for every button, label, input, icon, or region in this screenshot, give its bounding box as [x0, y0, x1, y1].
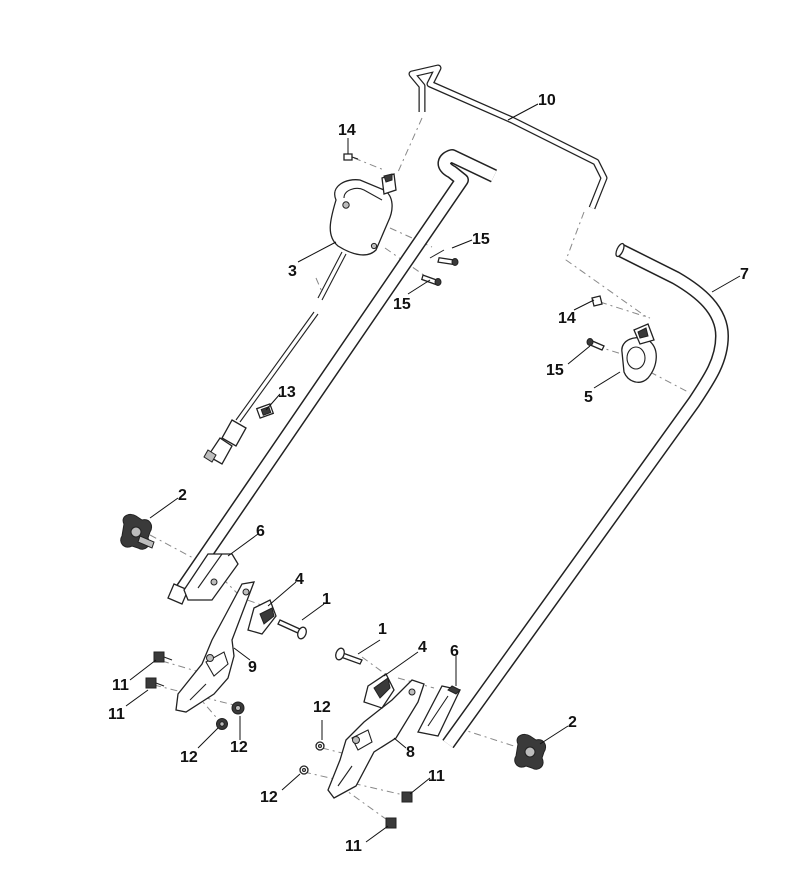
part-13-cable-clip [255, 403, 275, 419]
control-cable [203, 251, 347, 465]
callout-11: 11 [345, 838, 362, 855]
callout-2: 2 [178, 487, 187, 504]
part-9-left-bracket [175, 581, 256, 713]
leader-lines [125, 103, 741, 843]
callout-15: 15 [393, 296, 411, 313]
part-4-cam-right [363, 673, 395, 709]
left-handle-tube [167, 149, 498, 605]
part-5-knob [621, 323, 657, 383]
callout-14: 14 [338, 122, 356, 139]
part-6-spacer-left [183, 553, 239, 601]
screw-15-upper-b [420, 274, 442, 286]
callout-10: 10 [538, 92, 556, 109]
callout-3: 3 [288, 263, 297, 280]
callout-12: 12 [260, 789, 278, 806]
callout-12: 12 [230, 739, 248, 756]
part-10-bail-rod [408, 64, 608, 210]
callout-12: 12 [313, 699, 331, 716]
part-1-bolt-right [335, 647, 363, 665]
screw-15-upper-a [429, 249, 459, 266]
callout-4: 4 [418, 639, 427, 656]
callout-8: 8 [406, 744, 415, 761]
callout-12: 12 [180, 749, 198, 766]
part-11-screw-b [145, 677, 165, 689]
callout-1: 1 [378, 621, 387, 638]
callout-6: 6 [256, 523, 265, 540]
part-11-screw-d [385, 817, 397, 829]
screw-14-upper [343, 153, 359, 161]
callout-11: 11 [428, 768, 445, 785]
part-3-cable-control-box [329, 173, 397, 256]
part-7-right-handle-tube [442, 242, 729, 749]
callout-2: 2 [568, 714, 577, 731]
callout-14: 14 [558, 310, 576, 327]
callout-11: 11 [112, 677, 129, 694]
callout-15: 15 [546, 362, 564, 379]
part-6-spacer-right [417, 685, 461, 737]
part-1-bolt-left [277, 619, 307, 640]
part-4-cam-left [247, 599, 277, 635]
callout-6: 6 [450, 643, 459, 660]
callout-11: 11 [108, 706, 125, 723]
part-8-right-bracket [327, 679, 425, 799]
part-12-nut-a [231, 701, 245, 715]
assembly-dashed-lines [149, 117, 691, 823]
callout-7: 7 [740, 266, 749, 283]
part-2-knob-right [514, 733, 547, 770]
screw-15-right [586, 338, 605, 351]
callout-1: 1 [322, 591, 331, 608]
part-11-screw-a [153, 651, 173, 663]
callout-15: 15 [472, 231, 490, 248]
part-11-screw-c [401, 791, 413, 803]
part-12-nut-b [216, 718, 228, 730]
callout-5: 5 [584, 389, 593, 406]
callout-labels: 10 14 15 3 15 7 14 15 5 13 2 6 4 1 9 11 … [108, 92, 749, 855]
callout-13: 13 [278, 384, 296, 401]
screw-14-right [591, 295, 603, 307]
callout-9: 9 [248, 659, 257, 676]
callout-4: 4 [295, 571, 304, 588]
part-2-knob-left [120, 513, 155, 550]
part-12-washer-c [315, 741, 325, 751]
part-12-washer-d [299, 765, 309, 775]
